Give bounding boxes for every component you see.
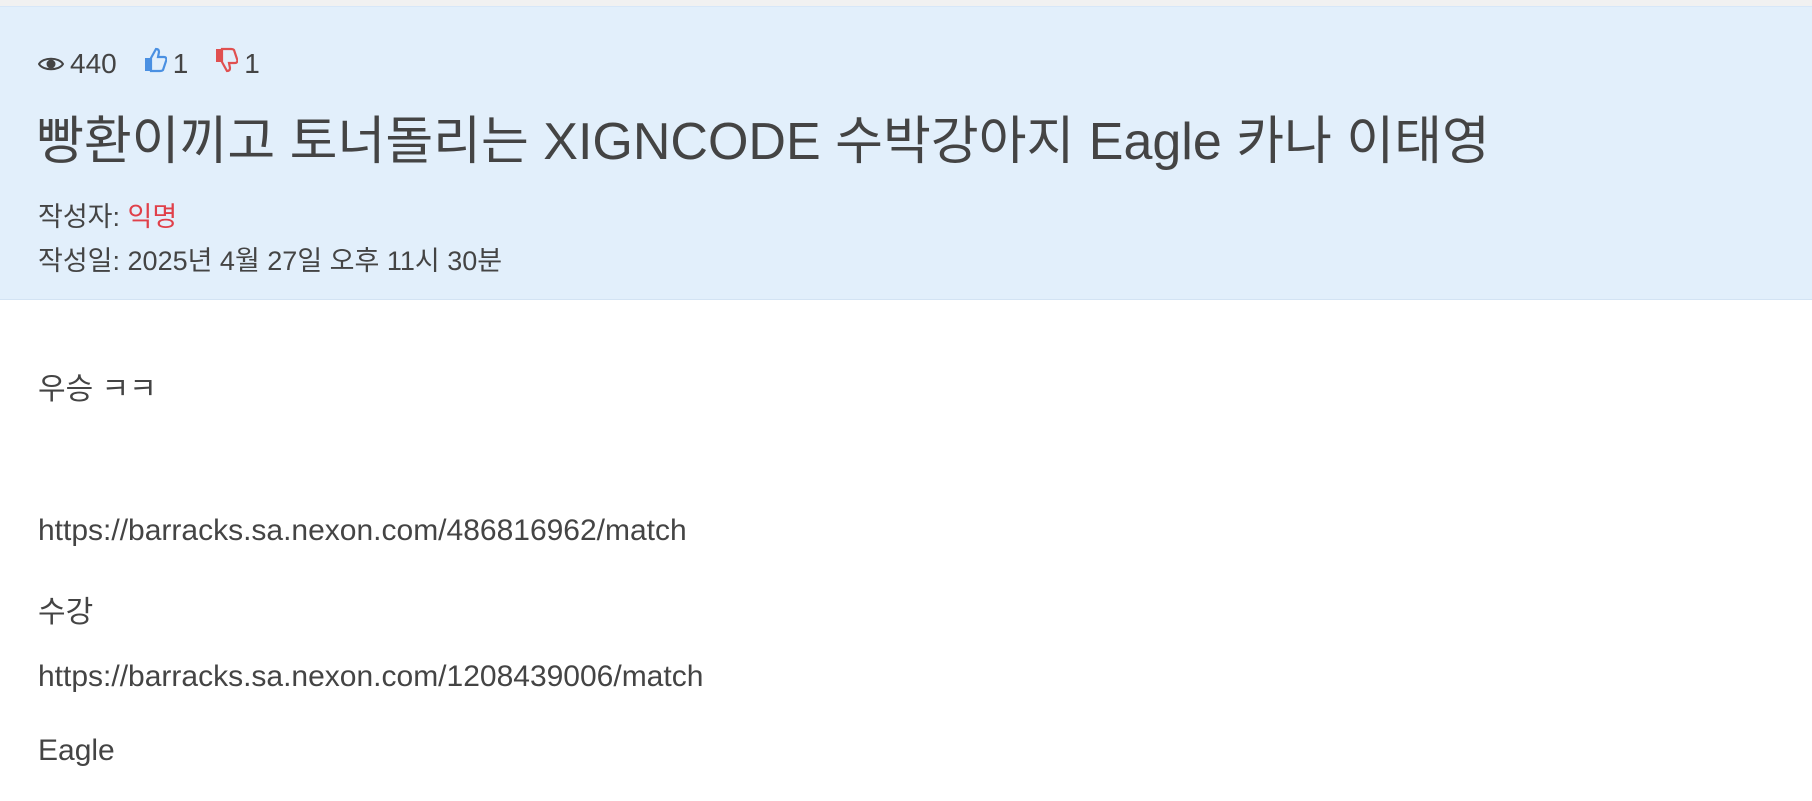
match-link[interactable]: https://barracks.sa.nexon.com/1208439006…: [38, 660, 704, 693]
view-count: 440: [37, 48, 117, 80]
body-text: 우승 ㅋㅋ: [38, 373, 157, 406]
body-text: Eagle: [38, 734, 115, 767]
thumbs-up-icon: [143, 47, 173, 80]
post-date: 작성일: 2025년 4월 27일 오후 11시 30분: [38, 246, 503, 276]
eye-icon: [37, 48, 70, 80]
dislike-button[interactable]: 1: [214, 47, 260, 80]
post-author: 작성자: 익명: [38, 202, 178, 232]
match-link[interactable]: https://barracks.sa.nexon.com/486816962/…: [38, 514, 687, 547]
post-header: 440 1 1 빵환이끼고 토너돌리는 XIGNCODE 수박강아지 Eagle…: [0, 6, 1812, 300]
body-text: 수강: [38, 596, 94, 629]
author-name: 익명: [127, 202, 178, 232]
like-button[interactable]: 1: [143, 47, 188, 80]
top-bar: [0, 0, 1812, 6]
post-stats: 440 1 1: [37, 47, 286, 80]
post-title: 빵환이끼고 토너돌리는 XIGNCODE 수박강아지 Eagle 카나 이태영: [36, 113, 1490, 171]
thumbs-down-icon: [214, 47, 244, 80]
